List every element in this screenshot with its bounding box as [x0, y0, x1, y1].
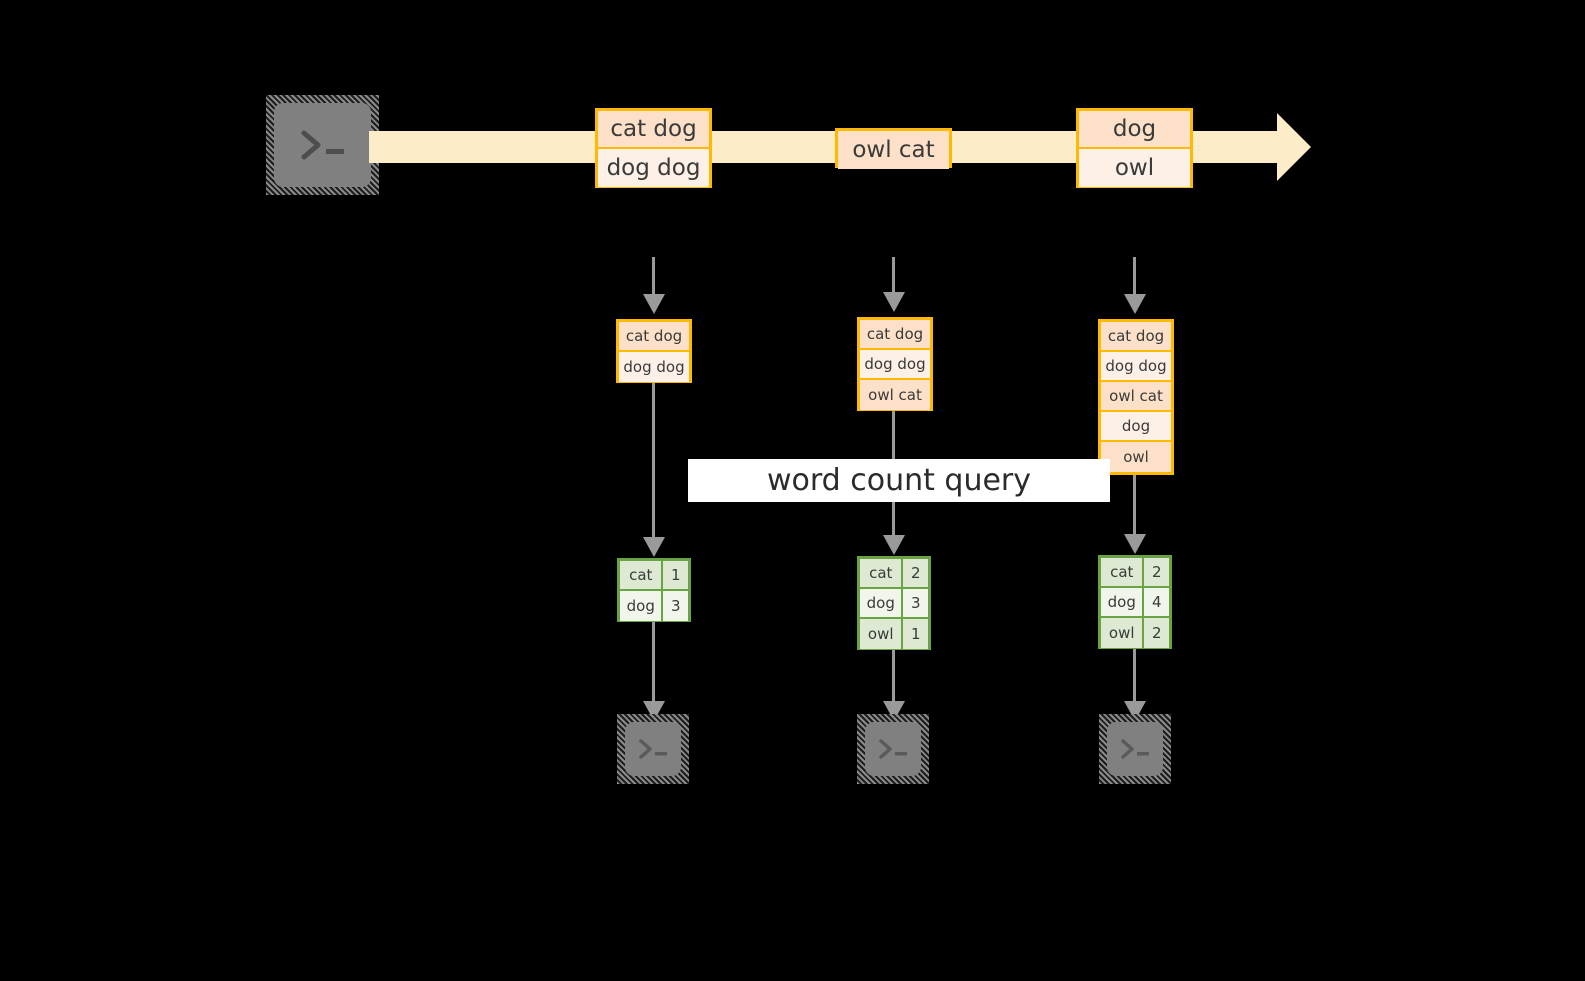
snapshot-capture-arrowhead	[883, 292, 905, 312]
record-line: dog	[1079, 111, 1190, 149]
table-row: owl 2	[1101, 618, 1169, 648]
snapshot-1-sink-terminal-icon[interactable]	[617, 714, 689, 784]
snapshot-1-output-arrow	[652, 622, 655, 702]
word-count-query-banner: word count query	[688, 459, 1110, 502]
record-line: owl cat	[860, 380, 930, 410]
result-count: 1	[903, 619, 928, 649]
record-line: owl cat	[1101, 382, 1171, 412]
stream-record[interactable]: dog owl	[1076, 108, 1193, 188]
snapshot-capture-arrowhead	[643, 294, 665, 314]
record-line: owl	[1101, 442, 1171, 472]
terminal-prompt-icon	[857, 714, 929, 784]
snapshot-3-result-table[interactable]: cat 2 dog 4 owl 2	[1098, 555, 1172, 649]
result-word: cat	[860, 559, 904, 587]
record-line: dog dog	[598, 149, 709, 187]
result-count: 1	[663, 561, 688, 589]
snapshot-2-sink-terminal-icon[interactable]	[857, 714, 929, 784]
source-terminal-icon[interactable]	[266, 95, 379, 195]
record-line: cat dog	[860, 320, 930, 350]
snapshot-1-query-arrow	[652, 383, 655, 538]
terminal-screen	[274, 103, 371, 187]
snapshot-2-records[interactable]: cat dog dog dog owl cat	[857, 317, 933, 411]
snapshot-1-query-arrowhead	[643, 537, 665, 557]
record-line: owl cat	[838, 131, 949, 169]
snapshot-1-result-table[interactable]: cat 1 dog 3	[617, 558, 691, 622]
snapshot-3-sink-terminal-icon[interactable]	[1099, 714, 1171, 784]
result-word: owl	[1101, 618, 1145, 648]
table-row: dog 3	[860, 589, 928, 619]
terminal-screen	[625, 722, 681, 776]
snapshot-3-records[interactable]: cat dog dog dog owl cat dog owl	[1098, 319, 1174, 475]
record-line: cat dog	[598, 111, 709, 149]
banner-label: word count query	[766, 463, 1032, 498]
terminal-prompt-icon	[266, 95, 379, 195]
table-row: cat 2	[1101, 558, 1169, 588]
record-line: dog dog	[619, 352, 689, 382]
result-count: 2	[1144, 618, 1169, 648]
table-row: cat 1	[620, 561, 688, 591]
snapshot-1-records[interactable]: cat dog dog dog	[616, 319, 692, 383]
result-word: cat	[1101, 558, 1145, 586]
result-word: dog	[620, 591, 664, 621]
terminal-prompt-icon	[617, 714, 689, 784]
snapshot-2-result-table[interactable]: cat 2 dog 3 owl 1	[857, 556, 931, 650]
record-line: cat dog	[619, 322, 689, 352]
record-line: dog	[1101, 412, 1171, 442]
table-row: cat 2	[860, 559, 928, 589]
result-count: 4	[1144, 588, 1169, 616]
stream-record[interactable]: cat dog dog dog	[595, 108, 712, 188]
terminal-screen	[865, 722, 921, 776]
snapshot-3-output-arrow	[1133, 649, 1136, 702]
terminal-prompt-icon	[1099, 714, 1171, 784]
result-word: dog	[860, 589, 904, 617]
stream-record[interactable]: owl cat	[835, 128, 952, 169]
record-line: dog dog	[1101, 352, 1171, 382]
record-line: dog dog	[860, 350, 930, 380]
result-word: owl	[860, 619, 904, 649]
table-row: dog 4	[1101, 588, 1169, 618]
result-word: dog	[1101, 588, 1145, 616]
snapshot-capture-arrow	[892, 257, 895, 293]
result-count: 3	[903, 589, 928, 617]
snapshot-3-query-arrow	[1133, 475, 1136, 535]
record-line: owl	[1079, 149, 1190, 187]
snapshot-2-query-arrowhead	[883, 535, 905, 555]
result-count: 2	[903, 559, 928, 587]
result-count: 2	[1144, 558, 1169, 586]
snapshot-2-output-arrow	[892, 650, 895, 702]
snapshot-capture-arrowhead	[1124, 294, 1146, 314]
terminal-screen	[1107, 722, 1163, 776]
snapshot-capture-arrow	[652, 257, 655, 295]
record-line: cat dog	[1101, 322, 1171, 352]
result-word: cat	[620, 561, 664, 589]
snapshot-3-query-arrowhead	[1124, 534, 1146, 554]
result-count: 3	[663, 591, 688, 621]
table-row: owl 1	[860, 619, 928, 649]
snapshot-capture-arrow	[1133, 257, 1136, 295]
table-row: dog 3	[620, 591, 688, 621]
event-stream-arrowhead	[1277, 113, 1311, 181]
